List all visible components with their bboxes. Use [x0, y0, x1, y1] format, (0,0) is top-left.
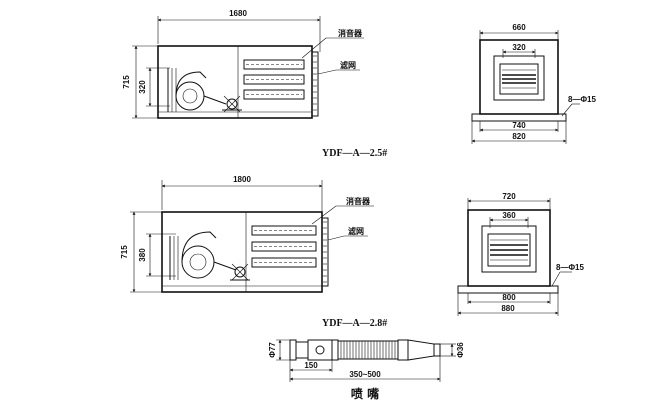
- unit-a-base-inner-dim: 740: [512, 121, 526, 130]
- unit-b-filter: [321, 217, 329, 287]
- unit-b-holes-label: 8—Φ15: [556, 263, 584, 272]
- nozzle-length-dim: 350~500: [349, 370, 381, 379]
- unit-a-motor: [222, 95, 242, 113]
- nozzle-offset-dim: 150: [304, 361, 318, 370]
- unit-b-inlet-dim: 380: [138, 248, 147, 262]
- unit-a-side-view: 1680: [122, 9, 364, 119]
- nozzle-drawing: Φ77 Φ36 150 350~500: [268, 339, 465, 382]
- unit-a-base-outer-dim: 820: [512, 132, 526, 141]
- unit-a-filter-label: 滤网: [340, 60, 356, 70]
- unit-a-inlet-dim: 320: [138, 80, 147, 94]
- unit-a-opening: [493, 55, 545, 101]
- unit-b-silencer-label: 消音器: [346, 196, 371, 206]
- unit-b-filter-label: 滤网: [348, 226, 364, 236]
- unit-a-length-dim: 1680: [229, 9, 247, 18]
- unit-b-model-label: YDF—A—2.8#: [322, 318, 387, 329]
- nozzle-caption: 喷 嘴: [351, 386, 379, 401]
- unit-b-base: [457, 285, 559, 294]
- unit-a-fan: [167, 68, 227, 112]
- unit-a-holes-label: 8—Φ15: [568, 95, 596, 104]
- unit-b-top-width-dim: 720: [502, 192, 516, 201]
- unit-b-opening-dim: 360: [502, 211, 516, 220]
- unit-a-filter: [311, 51, 319, 117]
- unit-b-front-view: 720 360 8—Φ15 800 880: [457, 192, 584, 316]
- unit-a-front-view: 660 320 8—Φ15 740 820: [471, 23, 596, 144]
- unit-a-model-label: YDF—A—2.5#: [322, 148, 387, 159]
- unit-a-height-dim: 715: [122, 75, 131, 89]
- nozzle-knob: [315, 345, 325, 355]
- unit-a-silencer: [243, 59, 305, 100]
- unit-b-opening: [481, 225, 537, 273]
- nozzle-left-diameter: Φ77: [268, 342, 277, 358]
- unit-b-silencer: [251, 225, 317, 268]
- unit-b-side-view: 1800: [120, 175, 374, 293]
- unit-b-fan: [169, 231, 237, 280]
- unit-b-motor: [230, 263, 250, 281]
- unit-a-opening-dim: 320: [512, 43, 526, 52]
- unit-a-top-width-dim: 660: [512, 23, 526, 32]
- unit-b-base-inner-dim: 800: [502, 293, 516, 302]
- unit-a-base: [471, 113, 567, 122]
- unit-b-base-outer-dim: 880: [501, 304, 515, 313]
- unit-b-length-dim: 1800: [233, 175, 251, 184]
- unit-b-height-dim: 715: [120, 245, 129, 259]
- unit-b-front-casing: [467, 209, 551, 287]
- unit-a-silencer-label: 消音器: [338, 28, 363, 38]
- nozzle-right-diameter: Φ36: [456, 342, 465, 358]
